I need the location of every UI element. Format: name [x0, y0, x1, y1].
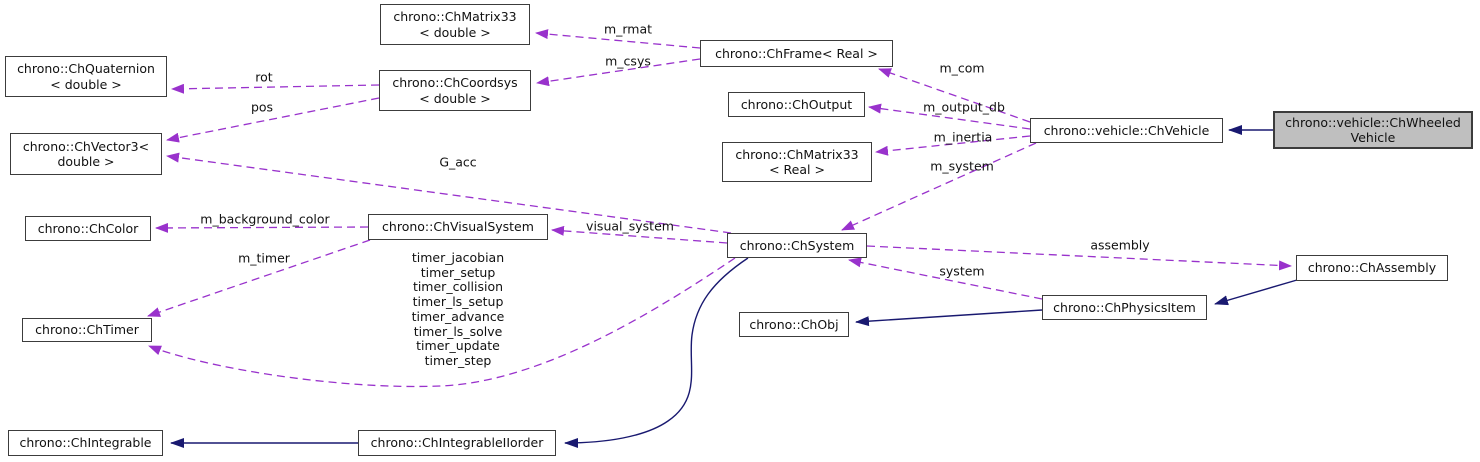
edge-label-m-rmat: m_rmat [603, 21, 653, 37]
edge-label-timer-line: timer_setup [420, 264, 496, 280]
node-chvector3-double[interactable]: chrono::ChVector3< double > [10, 133, 162, 175]
edge-m-com [878, 68, 1031, 123]
class-name-line: chrono::ChMatrix33 [735, 146, 859, 162]
edge-label-m-com: m_com [939, 60, 985, 76]
edge-label-timer-line: timer_ls_solve [413, 323, 503, 339]
edge-label-m-background-color: m_background_color [200, 211, 330, 227]
edge-m-background-color [155, 222, 369, 233]
edge-label-timer-line: timer_step [424, 353, 492, 369]
class-name-line: chrono::ChMatrix33 [393, 9, 517, 25]
class-name-line: chrono::ChIntegrableIIorder [370, 435, 544, 451]
edge-m-rmat [535, 29, 701, 49]
edge-label-timer-line: timer_collision [412, 279, 504, 295]
class-name-line: chrono::ChOutput [740, 96, 853, 112]
class-name-line: chrono::ChCoordsys [392, 75, 518, 91]
edge-inherit-system-integrableiiorder [564, 257, 749, 448]
edge-m-system [841, 142, 1037, 231]
edge-label-m-output-db: m_output_db [923, 99, 1005, 115]
node-chvisualsystem[interactable]: chrono::ChVisualSystem [368, 214, 548, 240]
class-name-line: < Real > [769, 162, 825, 177]
edge-label-m-system: m_system [930, 158, 994, 174]
node-chassembly[interactable]: chrono::ChAssembly [1296, 255, 1448, 281]
node-choutput[interactable]: chrono::ChOutput [728, 92, 865, 117]
class-name-line: chrono::vehicle::ChVehicle [1043, 122, 1210, 138]
edge-timer-block [148, 257, 736, 388]
edge-label-m-inertia: m_inertia [933, 129, 993, 145]
edge-m-csys [536, 58, 701, 87]
class-name-line: chrono::vehicle::ChWheeled [1285, 114, 1461, 130]
class-name-line: chrono::ChTimer [35, 322, 139, 338]
node-chcoordsys-double[interactable]: chrono::ChCoordsys < double > [379, 70, 531, 111]
class-name-line: chrono::ChVisualSystem [382, 219, 534, 235]
class-name-line: chrono::ChIntegrable [19, 435, 152, 451]
node-chobj[interactable]: chrono::ChObj [739, 312, 849, 337]
node-chvehicle[interactable]: chrono::vehicle::ChVehicle [1030, 118, 1223, 143]
node-chtimer[interactable]: chrono::ChTimer [22, 318, 152, 342]
edge-visual-system [551, 225, 728, 244]
class-name-line: < double > [419, 90, 491, 106]
class-name-line: chrono::ChPhysicsItem [1053, 299, 1196, 315]
node-chmatrix33-real[interactable]: chrono::ChMatrix33 < Real > [722, 142, 872, 182]
class-name-line: double > [57, 154, 115, 169]
class-name-line: chrono::ChFrame< Real > [715, 45, 878, 61]
edge-m-output-db [868, 103, 1031, 130]
edge-pos [166, 97, 380, 143]
edge-label-m-timer: m_timer [238, 250, 290, 266]
node-chquaternion-double[interactable]: chrono::ChQuaternion < double > [5, 56, 167, 97]
class-name-line: Vehicle [1350, 130, 1396, 145]
class-name-line: < double > [50, 76, 122, 92]
node-chintegrableiiorder[interactable]: chrono::ChIntegrableIIorder [358, 430, 556, 456]
class-name-line: chrono::ChObj [749, 316, 839, 332]
node-chframe-real[interactable]: chrono::ChFrame< Real > [700, 40, 893, 67]
edge-label-system: system [939, 263, 985, 279]
node-chphysicsitem[interactable]: chrono::ChPhysicsItem [1042, 295, 1207, 320]
edge-label-g-acc: G_acc [439, 154, 477, 170]
edge-label-visual-system: visual_system [586, 218, 674, 234]
edge-rot [171, 83, 380, 94]
edge-g-acc [166, 152, 732, 234]
node-chcolor[interactable]: chrono::ChColor [25, 216, 151, 241]
edge-label-timer-line: timer_jacobian [411, 250, 505, 266]
node-chmatrix33-double[interactable]: chrono::ChMatrix33 < double > [380, 4, 530, 45]
edge-label-pos: pos [250, 99, 274, 115]
edge-label-timer-line: timer_ls_setup [412, 294, 504, 310]
edge-label-timer-line: timer_update [416, 338, 500, 354]
edge-label-timer-line: timer_advance [411, 309, 505, 324]
class-name-line: chrono::ChColor [37, 220, 139, 236]
edge-assembly [866, 245, 1292, 271]
class-name-line: chrono::ChQuaternion [17, 61, 155, 77]
edge-system [848, 257, 1043, 300]
class-name-line: < double > [419, 24, 491, 40]
edge-m-timer [147, 239, 371, 317]
class-name-line: chrono::ChVector3< [22, 138, 150, 154]
edge-inherit-physicsitem-obj [855, 309, 1043, 327]
edge-label-m-csys: m_csys [605, 53, 651, 69]
edge-label-timer-block: timer_jacobian timer_setup timer_collisi… [411, 250, 505, 369]
node-chintegrable[interactable]: chrono::ChIntegrable [8, 430, 163, 456]
edge-label-assembly: assembly [1090, 237, 1150, 253]
edge-label-rot: rot [255, 69, 273, 85]
class-name-line: chrono::ChSystem [739, 237, 855, 253]
edge-inherit-assembly-physicsitem [1214, 279, 1298, 306]
node-chwheeledvehicle: chrono::vehicle::ChWheeled Vehicle [1273, 111, 1473, 149]
node-chsystem[interactable]: chrono::ChSystem [727, 233, 867, 258]
class-name-line: chrono::ChAssembly [1307, 260, 1437, 276]
